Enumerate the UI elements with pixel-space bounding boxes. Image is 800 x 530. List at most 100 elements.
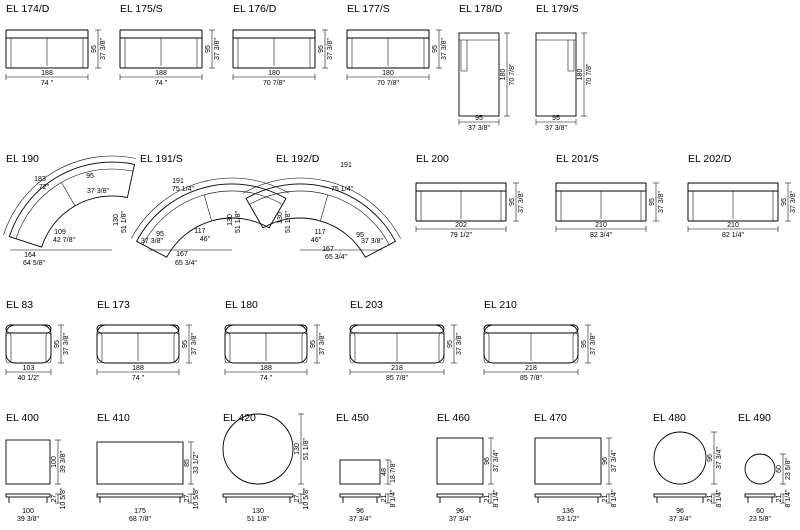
sofa-backrest xyxy=(96,324,180,334)
sofa-backrest xyxy=(687,182,779,192)
depth-cm-label: 96 xyxy=(602,457,609,465)
model-code-label: EL 175/S xyxy=(120,3,163,15)
model-code-label: EL 190 xyxy=(6,153,39,165)
table-top-view xyxy=(339,459,381,485)
depth-inch-label: 37 3/8" xyxy=(214,38,221,60)
width-inch-label: 74 " xyxy=(155,80,168,87)
sofa-backrest xyxy=(483,324,579,334)
depth-inch-label: 37 3/8" xyxy=(100,38,107,60)
table-side-top xyxy=(534,493,602,498)
depth-inch-label: 37 3/8" xyxy=(319,333,326,355)
depth-cm-label: 95 xyxy=(182,340,189,348)
outer-arc-dimension xyxy=(3,155,136,235)
width-cm-label: 130 xyxy=(252,508,264,515)
sofa-armrest xyxy=(173,332,180,364)
model-code-label: EL 176/D xyxy=(233,3,277,15)
depth-cm-label: 96 xyxy=(707,454,714,462)
sofa-armrest xyxy=(687,190,694,222)
curved-outer_in-label: 75 1/4" xyxy=(331,186,353,193)
round-table-top-view xyxy=(653,431,707,485)
depth-inch-label: 37 3/8" xyxy=(790,191,797,213)
model-code-label: EL 177/S xyxy=(347,3,390,15)
depth-inch-label: 8 1/4" xyxy=(611,489,618,508)
curved-inner-label: 117 xyxy=(194,228,205,235)
model-code-label: EL 460 xyxy=(437,412,470,424)
model-code-label: EL 210 xyxy=(484,299,517,311)
width-cm-label: 188 xyxy=(260,365,272,372)
sofa-backrest xyxy=(224,324,308,334)
width-inch-label: 85 7/8" xyxy=(386,375,408,382)
curved-depth_in-label: 37 3/8" xyxy=(87,188,109,195)
depth-cm-label: 95 xyxy=(509,198,516,206)
sofa-backrest xyxy=(415,182,507,192)
width-inch-label: 82 3/4" xyxy=(590,232,612,239)
depth-cm-label: 85 xyxy=(184,459,191,467)
outer-arc-dimension xyxy=(242,177,401,239)
depth-cm-label: 95 xyxy=(447,340,454,348)
sofa-armrest xyxy=(415,190,422,222)
width-cm-label: 103 xyxy=(23,365,35,372)
depth-cm-label: 95 xyxy=(432,45,439,53)
curved-sofa-outline xyxy=(8,161,136,248)
model-code-label: EL 202/D xyxy=(688,153,732,165)
sofa-armrest xyxy=(96,332,103,364)
curved-sofa-backrest xyxy=(15,168,134,239)
depth-inch-label: 18 7/8" xyxy=(390,461,397,483)
model-code-label: EL 470 xyxy=(534,412,567,424)
depth-inch-label: 37 3/8" xyxy=(518,191,525,213)
curved-h_in-label: 51 1/8" xyxy=(121,211,128,233)
depth-cm-label: 96 xyxy=(484,457,491,465)
curved-depth-label: 95 xyxy=(156,231,164,238)
sofa-backrest xyxy=(232,29,316,39)
model-code-label: EL 450 xyxy=(336,412,369,424)
depth-inch-label: 8 1/4" xyxy=(785,489,792,508)
depth-inch-label: 33 1/2" xyxy=(193,452,200,474)
curved-w_in-label: 65 3/4" xyxy=(325,254,347,261)
width-cm-label: 218 xyxy=(525,365,537,372)
depth-inch-label: 37 3/4" xyxy=(493,450,500,472)
width-inch-label: 68 7/8" xyxy=(129,516,151,523)
sofa-armrest xyxy=(640,190,647,222)
depth-inch-label: 39 3/8" xyxy=(60,451,67,473)
sofa-armrest xyxy=(438,332,445,364)
width-inch-label: 39 3/8" xyxy=(17,516,39,523)
width-inch-label: 37 3/8" xyxy=(468,125,490,132)
seat-cushion-divider xyxy=(203,194,212,221)
table-side-top xyxy=(222,493,294,498)
curved-w-label: 167 xyxy=(176,251,188,258)
sofa-armrest xyxy=(423,37,430,69)
depth-inch-label: 10 5/8" xyxy=(60,487,67,509)
model-code-label: EL 203 xyxy=(350,299,383,311)
chaise-outline xyxy=(458,32,500,117)
depth-inch-label: 70 7/8" xyxy=(586,63,593,85)
curved-w-label: 164 xyxy=(24,252,36,259)
width-cm-label: 100 xyxy=(22,508,34,515)
curved-outer-label: 191 xyxy=(172,178,184,185)
sofa-backrest xyxy=(349,324,445,334)
chaise-armrest xyxy=(460,40,468,72)
width-cm-label: 60 xyxy=(756,508,764,515)
curved-inner_in-label: 46" xyxy=(311,237,322,244)
curved-inner-label: 117 xyxy=(314,229,325,236)
table-top-view xyxy=(436,437,484,485)
table-side-top xyxy=(339,493,381,498)
depth-cm-label: 27 xyxy=(294,495,301,503)
sofa-armrest xyxy=(119,37,126,69)
curved-inner_in-label: 42 7/8" xyxy=(53,237,75,244)
width-cm-label: 188 xyxy=(41,70,53,77)
width-cm-label: 95 xyxy=(475,115,483,122)
depth-inch-label: 51 1/8" xyxy=(303,438,310,460)
width-inch-label: 70 7/8" xyxy=(377,80,399,87)
model-code-label: EL 178/D xyxy=(459,3,503,15)
curved-depth-label: 95 xyxy=(356,232,364,239)
model-code-label: EL 420 xyxy=(223,412,256,424)
curved-depth-label: 95 xyxy=(86,173,94,180)
model-code-label: EL 173 xyxy=(97,299,130,311)
depth-inch-label: 37 3/8" xyxy=(590,333,597,355)
width-cm-label: 95 xyxy=(552,115,560,122)
model-code-label: EL 201/S xyxy=(556,153,599,165)
sofa-backrest xyxy=(119,29,203,39)
depth-cm-label: 180 xyxy=(500,69,507,81)
curved-inner_in-label: 46" xyxy=(200,236,211,243)
